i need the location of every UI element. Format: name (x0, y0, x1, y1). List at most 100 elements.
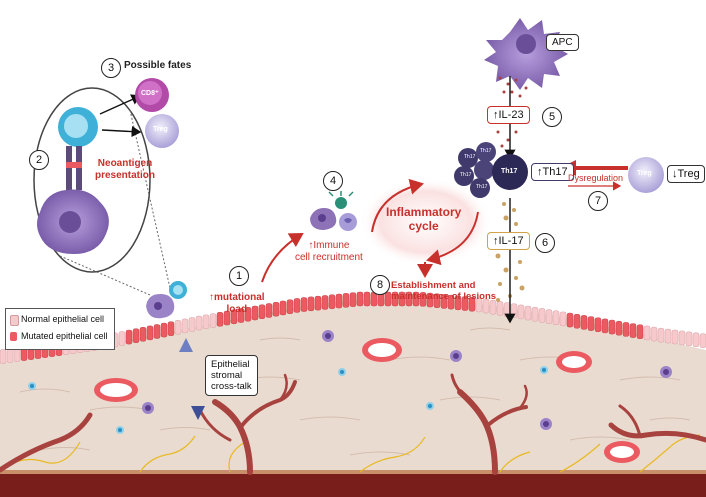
normal-epithelial-cell (503, 302, 511, 317)
mutated-epithelial-cell (230, 309, 238, 325)
normal-epithelial-cell (531, 307, 539, 322)
inflammatory-cycle-label: Inflammatory cycle (386, 205, 462, 233)
mutated-epithelial-cell (244, 307, 252, 322)
mutated-epithelial-cell (342, 293, 350, 308)
mutated-epithelial-cell (300, 297, 308, 312)
normal-swatch (10, 315, 19, 326)
mutated-epithelial-cell (258, 304, 266, 319)
normal-epithelial-cell (699, 333, 706, 348)
normal-epithelial-cell (174, 320, 182, 335)
normal-epithelial-cell (524, 305, 532, 321)
normal-epithelial-cell (6, 348, 14, 363)
mutated-epithelial-cell (440, 294, 448, 309)
normal-epithelial-cell (517, 304, 525, 320)
normal-epithelial-cell (650, 326, 658, 342)
mutated-epithelial-cell (335, 293, 343, 309)
il17-dots (495, 202, 525, 302)
mutated-epithelial-cell (251, 305, 259, 321)
step-2-marker: 2 (29, 150, 49, 170)
mutated-epithelial-cell (587, 316, 595, 331)
step-6-marker: 6 (535, 233, 555, 253)
legend-box: Normal epithelial cell Mutated epithelia… (5, 308, 115, 350)
mutated-epithelial-cell (615, 321, 623, 336)
mutated-epithelial-cell (139, 327, 147, 342)
th17-cell-label-2: Th17 (480, 148, 492, 154)
step-8-marker: 8 (370, 275, 390, 295)
mutated-epithelial-cell (384, 291, 392, 307)
th17-cell-label-1: Th17 (464, 154, 476, 160)
normal-epithelial-cell (489, 300, 497, 315)
normal-epithelial-cell (118, 331, 126, 346)
mutated-epithelial-cell (293, 298, 301, 313)
normal-epithelial-cell (510, 303, 518, 318)
mutated-epithelial-cell (307, 296, 315, 312)
normal-epithelial-cell (643, 325, 651, 341)
apc-cell (484, 18, 568, 90)
mutated-epithelial-cell (153, 324, 161, 339)
neoantigen-label: Neoantigen presentation (95, 158, 156, 181)
mutated-epithelial-cell (622, 322, 630, 337)
normal-epithelial-cell (692, 332, 700, 348)
il23-box: ↑IL-23 (487, 106, 530, 124)
mutated-epithelial-cell (286, 299, 294, 314)
normal-epithelial-cell (188, 317, 196, 332)
mutated-epithelial-cell (132, 328, 140, 343)
treg-right-label: Treg (637, 170, 652, 177)
normal-epithelial-cell (538, 308, 546, 323)
mutated-epithelial-cell (391, 291, 399, 307)
step-7-marker: 7 (588, 191, 608, 211)
inflammatory-halo (360, 178, 492, 266)
crosstalk-arrows (179, 338, 205, 420)
mutated-epithelial-cell (167, 321, 175, 336)
step-5-marker: 5 (542, 107, 562, 127)
mutated-epithelial-cell (433, 293, 441, 308)
mutated-epithelial-cell (636, 324, 644, 339)
mutated-epithelial-cell (146, 325, 154, 341)
mutated-epithelial-cell (419, 292, 427, 307)
normal-epithelial-cell (496, 301, 504, 316)
immune-recruitment-label: ↑Immune cell recruitment (295, 240, 363, 263)
mutated-epithelial-cell (398, 291, 406, 307)
mutated-epithelial-cell (237, 308, 245, 323)
mutated-epithelial-cell (349, 292, 357, 307)
il23-dots (496, 76, 528, 148)
normal-epithelial-cell (475, 297, 483, 313)
mutational-load-label: ↑mutational load (209, 292, 265, 315)
mutated-epithelial-cell (356, 291, 364, 307)
th17-box: ↑Th17 (531, 163, 574, 181)
th17-cell-label-3: Th17 (460, 172, 472, 178)
stromal-crosstalk-box: Epithelial stromal cross-talk (205, 355, 258, 396)
mutated-epithelial-cell (265, 303, 273, 318)
mutated-epithelial-cell (454, 295, 462, 311)
step-3-marker: 3 (101, 58, 121, 78)
normal-epithelial-cell (657, 327, 665, 343)
legend-normal-label: Normal epithelial cell (21, 314, 105, 324)
normal-epithelial-cell (664, 328, 672, 344)
treg-fate-label: Treg (153, 126, 168, 133)
mutated-epithelial-cell (447, 294, 455, 310)
mutated-epithelial-cell (573, 314, 581, 329)
mutated-epithelial-cell (461, 296, 469, 311)
step-4-marker: 4 (323, 171, 343, 191)
normal-epithelial-cell (671, 329, 679, 345)
mutated-epithelial-cell (314, 295, 322, 311)
mutated-epithelial-cell (321, 295, 329, 310)
apc-box: APC (546, 34, 579, 51)
mutated-epithelial-cell (223, 310, 231, 326)
base-band (0, 472, 706, 497)
treg-cell-fate (145, 114, 179, 148)
mutated-epithelial-cell (468, 297, 476, 312)
treg-cell-right (628, 157, 664, 193)
step-1-marker: 1 (229, 266, 249, 286)
il17-box: ↑IL-17 (487, 232, 530, 250)
normal-epithelial-cell (482, 298, 490, 314)
th17-cell-label-main: Th17 (501, 168, 518, 175)
establishment-label: Establishment and maintenance of lesions (391, 280, 497, 302)
glands (94, 338, 640, 463)
mutated-epithelial-cell (594, 317, 602, 332)
stroma (0, 298, 706, 497)
mutated-epithelial-cell (125, 329, 133, 345)
cd8-label: CD8⁺ (141, 90, 159, 97)
mutated-epithelial-cell (405, 291, 413, 307)
mutated-epithelial-cell (629, 323, 637, 338)
